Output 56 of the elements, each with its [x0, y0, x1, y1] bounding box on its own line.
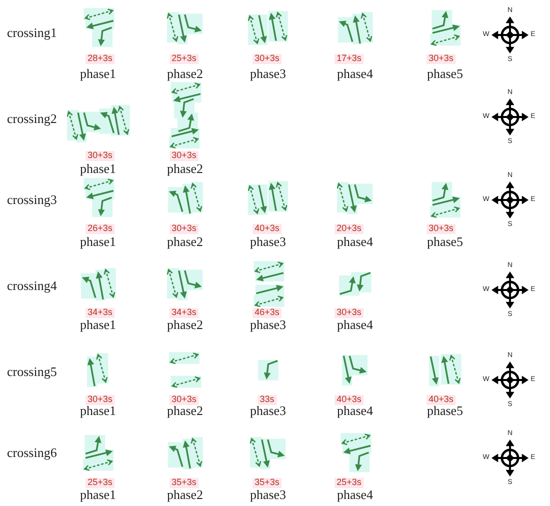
phase-label: phase1 — [80, 404, 116, 418]
phase-label: phase2 — [166, 66, 204, 82]
crossing-label: crossing3 — [7, 192, 57, 208]
phase-label: phase2 — [166, 318, 204, 332]
phase-duration: 40+3s — [252, 224, 282, 234]
phase-duration: 35+3s — [252, 478, 282, 488]
phase-label: phase1 — [80, 488, 116, 502]
phase-label: phase2 — [166, 234, 204, 250]
phase-label: phase2 — [166, 162, 204, 176]
phase-duration: 30+3s — [170, 224, 198, 234]
phase-duration: 30+3s — [86, 395, 114, 405]
crossing-label: crossing4 — [7, 278, 57, 294]
phase-label: phase1 — [80, 234, 116, 250]
phase-duration: 20+3s — [334, 224, 364, 234]
crossing-label: crossing2 — [7, 112, 57, 126]
phase-label: phase2 — [166, 488, 204, 502]
phase-duration: 30+3s — [334, 308, 364, 318]
phase-label: phase4 — [336, 404, 374, 418]
phase-duration: 25+3s — [334, 478, 364, 488]
phase-label: phase4 — [336, 234, 374, 250]
phase-label: phase5 — [426, 234, 464, 250]
phase-duration: 28+3s — [86, 54, 114, 64]
phase-duration: 26+3s — [86, 224, 114, 234]
phase-duration: 30+3s — [170, 151, 198, 161]
phase-label: phase3 — [250, 404, 286, 418]
phase-duration: 30+3s — [252, 54, 282, 64]
phase-duration: 40+3s — [426, 395, 456, 405]
phase-label: phase4 — [336, 488, 374, 502]
crossing-label: crossing5 — [7, 364, 57, 380]
phase-label: phase3 — [250, 66, 286, 82]
phase-duration: 17+3s — [334, 54, 364, 64]
phase-duration: 25+3s — [86, 478, 114, 488]
phase-duration: 40+3s — [334, 395, 364, 405]
phase-duration: 30+3s — [426, 224, 456, 234]
phase-label: phase1 — [80, 66, 116, 82]
phase-duration: 30+3s — [426, 54, 456, 64]
phase-duration: 34+3s — [170, 308, 198, 318]
phase-duration: 30+3s — [86, 151, 114, 161]
phase-label: phase5 — [426, 404, 464, 418]
phase-label: phase3 — [250, 318, 286, 332]
phase-label: phase4 — [336, 66, 374, 82]
crossing-label: crossing6 — [7, 446, 57, 460]
phase-label: phase1 — [80, 318, 116, 332]
phase-label: phase5 — [426, 66, 464, 82]
phase-duration: 30+3s — [170, 395, 198, 405]
phase-label: phase4 — [336, 318, 374, 332]
phase-duration: 34+3s — [86, 308, 114, 318]
phase-label: phase2 — [166, 404, 204, 418]
phase-label: phase3 — [250, 488, 286, 502]
phase-duration: 25+3s — [170, 54, 198, 64]
phase-duration: 33s — [258, 395, 276, 405]
phase-duration: 35+3s — [170, 478, 198, 488]
phase-label: phase1 — [80, 162, 116, 176]
phase-label: phase3 — [250, 234, 286, 250]
crossing-label: crossing1 — [7, 26, 57, 40]
phase-duration: 46+3s — [252, 308, 282, 318]
